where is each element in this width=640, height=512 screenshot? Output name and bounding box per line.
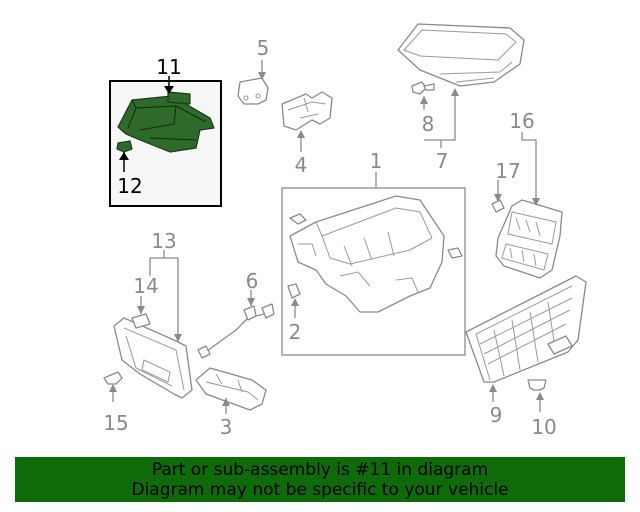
part-7-group[interactable]: 8 7 — [397, 23, 525, 173]
part-5-group[interactable]: 5 — [237, 36, 270, 105]
callout-15: 15 — [103, 411, 128, 435]
footer-banner: Part or sub-assembly is #11 in diagram D… — [15, 457, 625, 502]
part-3-group[interactable]: 3 — [195, 367, 267, 439]
callout-2: 2 — [289, 320, 302, 344]
callout-3: 3 — [220, 415, 233, 439]
part-11-tray[interactable] — [117, 95, 215, 153]
callout-4: 4 — [295, 153, 308, 177]
part-11-lid[interactable] — [167, 91, 191, 105]
part-13-group[interactable]: 13 14 15 — [103, 229, 193, 435]
callout-9: 9 — [490, 403, 503, 427]
callout-16: 16 — [509, 109, 534, 133]
callout-8: 8 — [422, 112, 435, 136]
part-11-group[interactable]: 11 12 — [109, 55, 222, 207]
part-9-group[interactable]: 9 10 — [465, 275, 587, 439]
part-16-group[interactable]: 16 17 — [491, 109, 563, 279]
callout-13: 13 — [151, 229, 176, 253]
callout-7: 7 — [436, 149, 449, 173]
callout-5: 5 — [257, 36, 270, 60]
callout-1: 1 — [370, 149, 383, 173]
callout-10: 10 — [531, 415, 556, 439]
footer-line-1: Part or sub-assembly is #11 in diagram — [151, 460, 489, 480]
footer-line-2: Diagram may not be specific to your vehi… — [131, 480, 509, 500]
part-6-group[interactable]: 6 — [197, 269, 275, 359]
part-12-clip[interactable] — [116, 140, 133, 153]
callout-12: 12 — [117, 174, 142, 198]
callout-14: 14 — [133, 274, 158, 298]
part-1-group[interactable]: 1 2 — [281, 149, 466, 356]
callout-11: 11 — [156, 55, 181, 79]
part-4-group[interactable]: 4 — [281, 91, 333, 177]
part-1-frame — [281, 187, 466, 356]
callout-17: 17 — [495, 159, 520, 183]
parts-diagram: 11 12 5 4 8 7 1 — [103, 23, 587, 439]
callout-6: 6 — [246, 269, 259, 293]
